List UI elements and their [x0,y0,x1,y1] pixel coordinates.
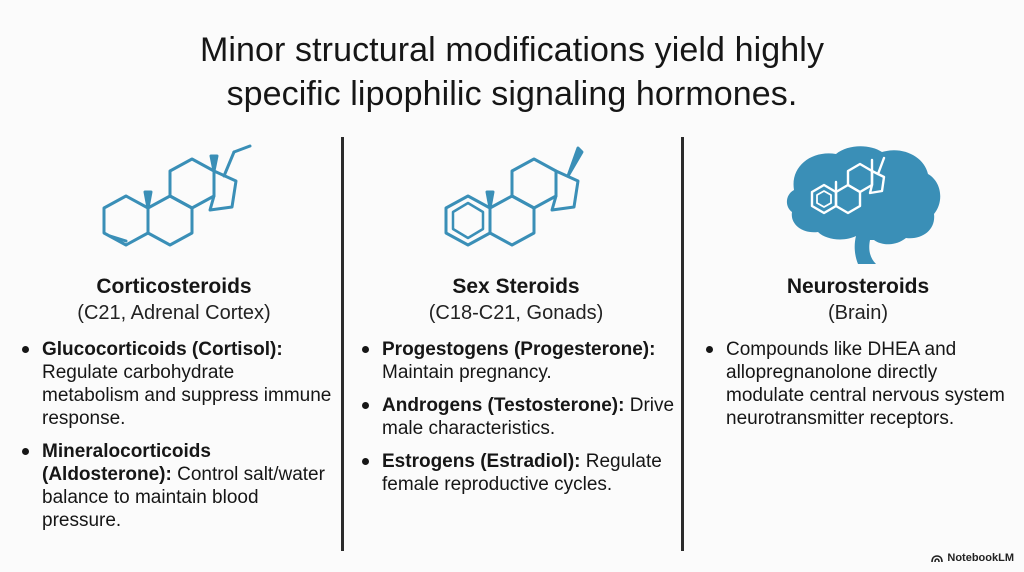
list-item: Progestogens (Progesterone): Maintain pr… [358,338,676,384]
item-text: Drive male characteristics. [382,395,675,439]
bullet-list: Compounds like DHEA and allopregnanolone… [698,338,1018,430]
column-subtitle: (C21, Adrenal Cortex) [77,302,271,324]
notebooklm-logo-icon [931,554,944,563]
item-text: Compounds like DHEA and allopregnanolone… [726,339,1005,429]
column-subtitle: (C18-C21, Gonads) [428,302,604,324]
item-heading: Estrogens (Estradiol): [382,451,581,472]
steroid-structure-icon [14,140,334,268]
item-heading: Androgens (Testosterone): [382,395,625,416]
list-item: Estrogens (Estradiol): Regulate female r… [358,450,676,496]
column-divider-2 [681,137,684,551]
item-text: Regulate carbohydrate metabolism and sup… [42,362,332,429]
column-sex-steroids: Sex Steroids (C18-C21, Gonads) Progestog… [356,140,676,506]
list-item: Glucocorticoids (Cortisol): Regulate car… [18,338,334,430]
brand-watermark: NotebookLM [931,552,1014,564]
title-line-2: specific lipophilic signaling hormones. [226,75,798,113]
column-subtitle: (Brain) [827,302,888,324]
column-title: Neurosteroids [786,275,930,298]
aromatic-steroid-structure-icon [356,140,676,268]
list-item: Androgens (Testosterone): Drive male cha… [358,394,676,440]
column-neurosteroids: Neurosteroids (Brain) Compounds like DHE… [698,140,1018,440]
item-text: Maintain pregnancy. [382,362,552,383]
column-divider-1 [341,137,344,551]
item-heading: Progestogens (Progesterone): [382,339,656,360]
bullet-list: Progestogens (Progesterone): Maintain pr… [356,338,676,496]
list-item: Compounds like DHEA and allopregnanolone… [702,338,1018,430]
column-title: Corticosteroids [96,275,252,298]
item-heading: Glucocorticoids (Cortisol): [42,339,283,360]
item-text: Regulate female reproductive cycles. [382,451,662,495]
brand-label: NotebookLM [947,552,1014,564]
column-corticosteroids: Corticosteroids (C21, Adrenal Cortex) Gl… [14,140,334,542]
title-line-1: Minor structural modifications yield hig… [199,31,825,69]
brain-with-steroid-icon [698,140,1018,268]
slide-title: Minor structural modifications yield hig… [0,28,1024,116]
column-title: Sex Steroids [452,275,580,298]
list-item: Mineralocorticoids (Aldosterone): Contro… [18,440,334,532]
bullet-list: Glucocorticoids (Cortisol): Regulate car… [14,338,334,532]
item-heading: Mineralocorticoids (Aldosterone): [42,441,211,485]
item-text: Control salt/water balance to maintain b… [42,464,325,531]
